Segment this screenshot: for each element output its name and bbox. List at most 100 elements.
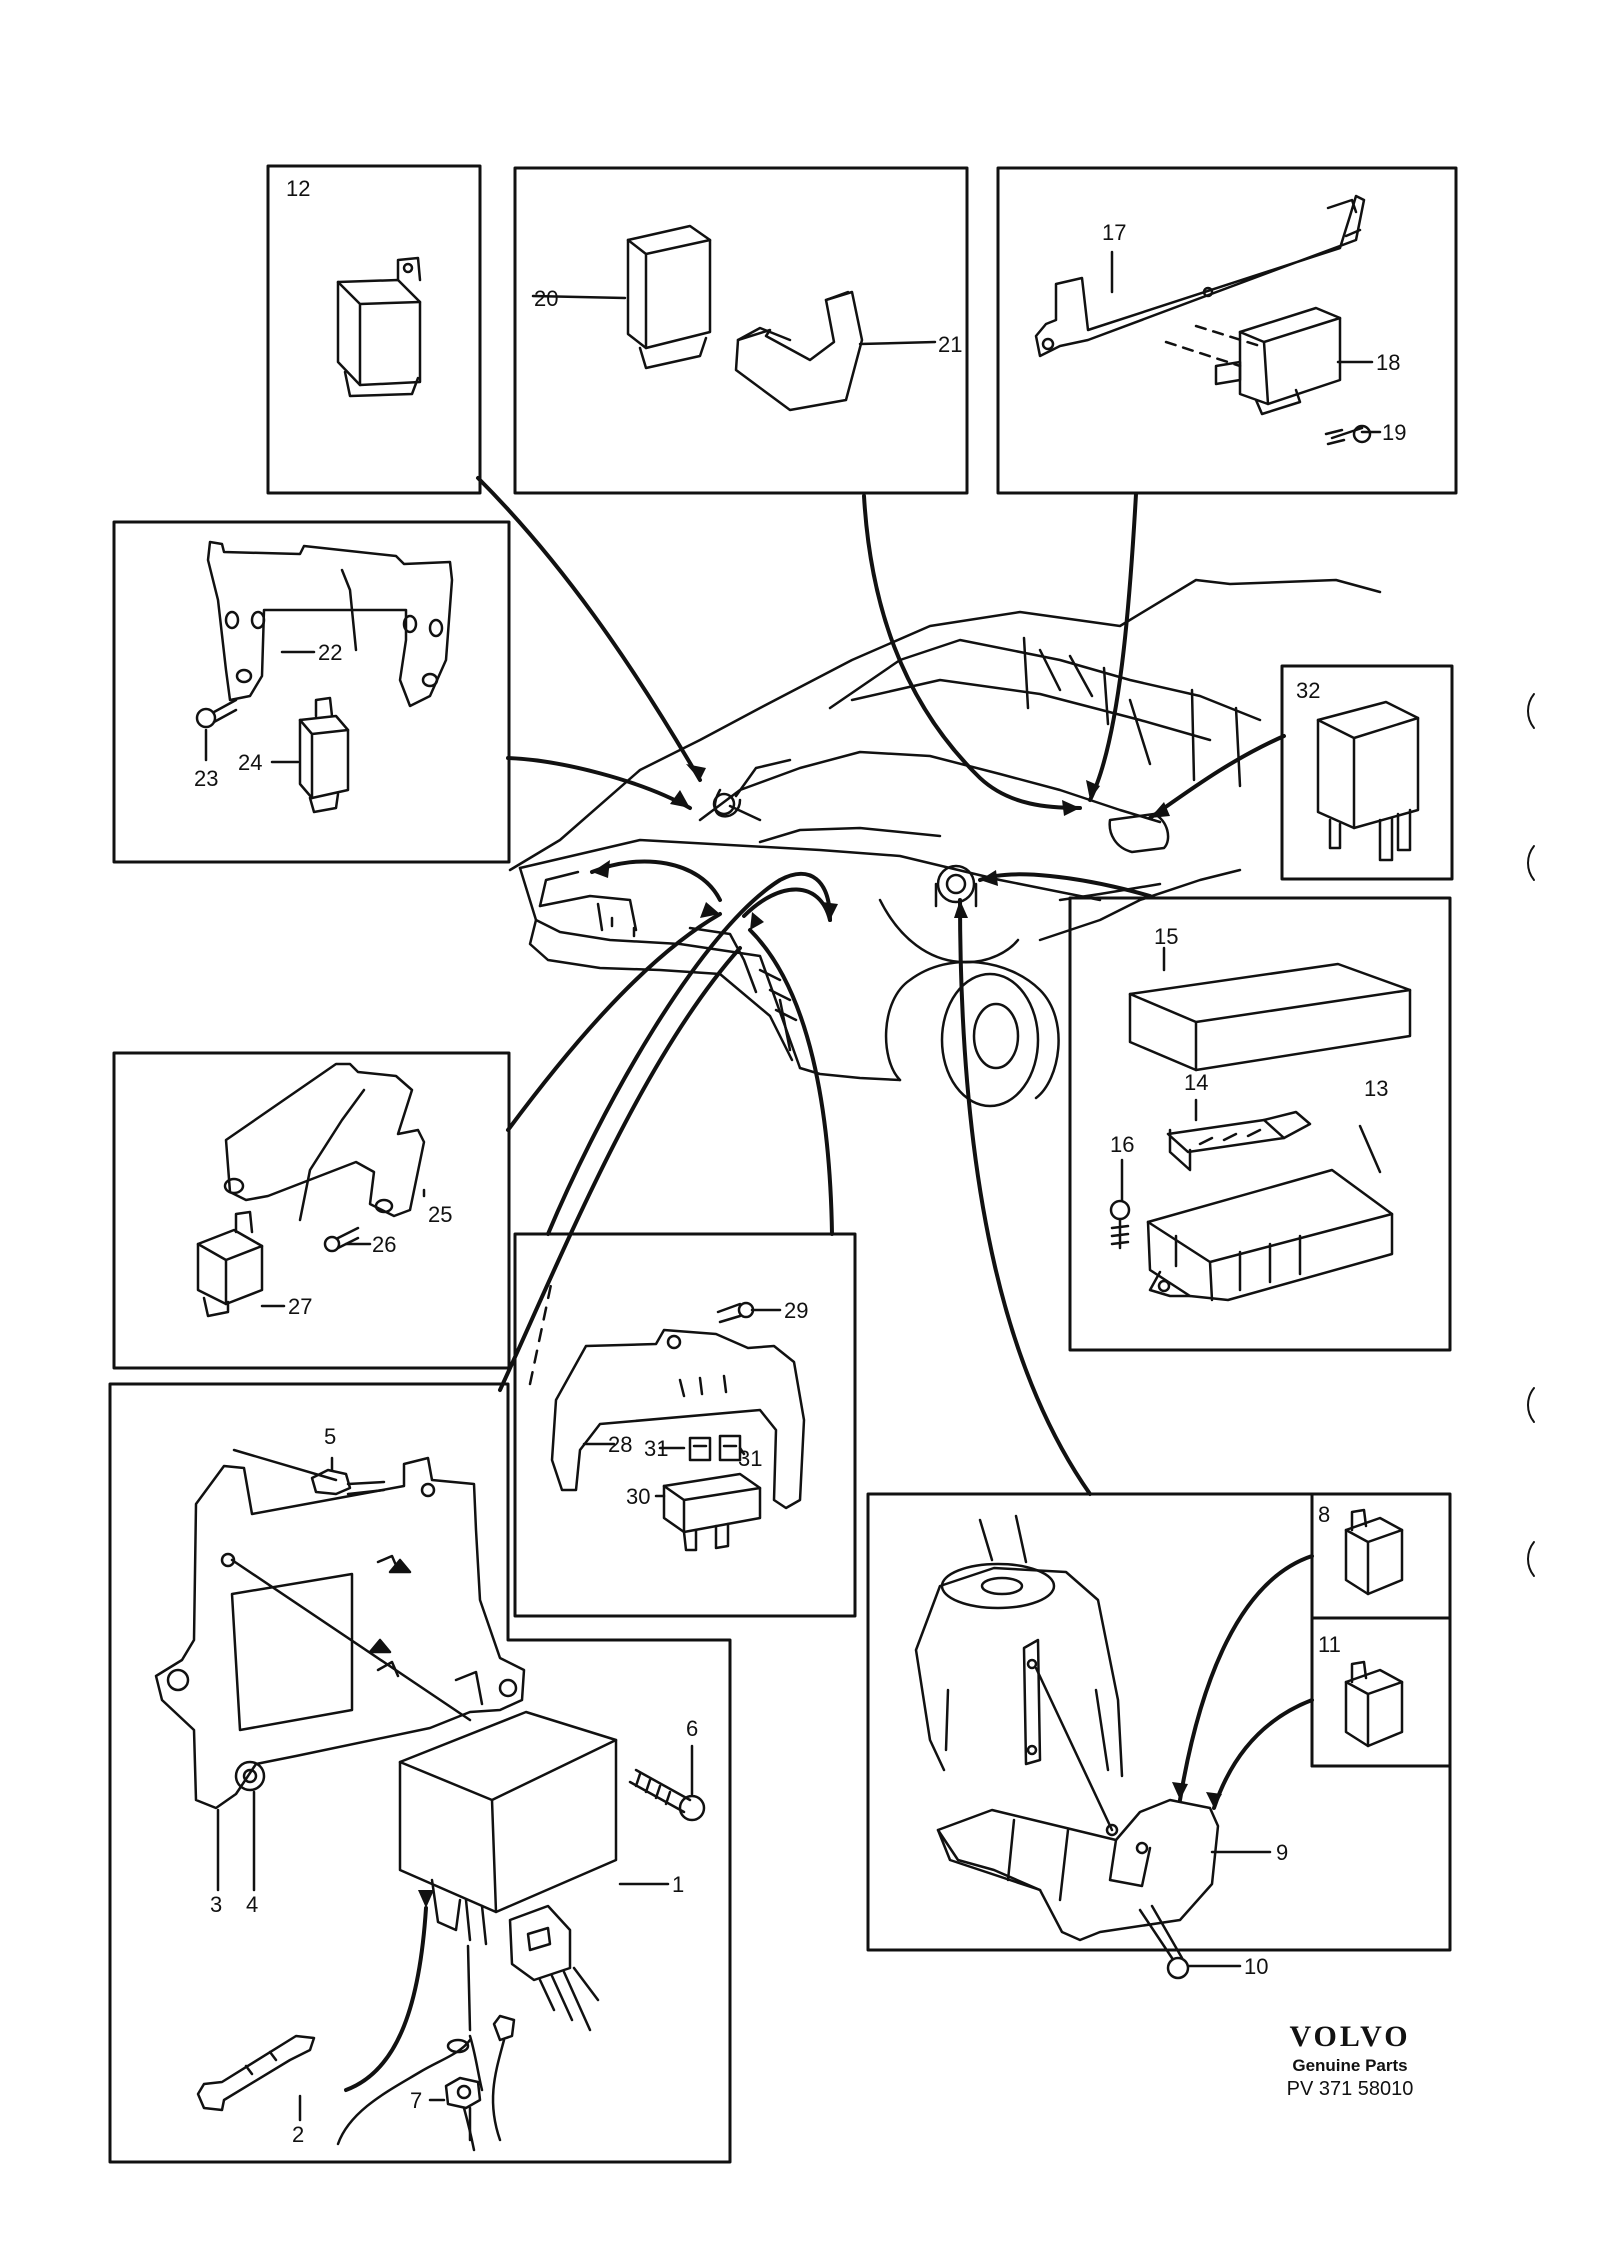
label-25: 25 xyxy=(428,1202,452,1227)
arrow-12-to-car xyxy=(476,476,702,782)
label-23: 23 xyxy=(194,766,218,791)
panel-12 xyxy=(266,164,482,495)
relay-27 xyxy=(196,1210,264,1318)
callout-arrows xyxy=(344,476,1314,2092)
label-30: 30 xyxy=(626,1484,650,1509)
label-11: 11 xyxy=(1318,1632,1341,1657)
bracket-9 xyxy=(936,1638,1220,1942)
label-8: 8 xyxy=(1318,1502,1330,1527)
bracket-25 xyxy=(223,1062,426,1222)
terminal xyxy=(462,2014,516,2152)
arrow-car-to-28 xyxy=(546,872,832,1236)
label-9: 9 xyxy=(1276,1840,1288,1865)
label-16: 16 xyxy=(1110,1132,1134,1157)
label-31a: 31 xyxy=(644,1436,668,1461)
panel-1-7 xyxy=(108,1382,732,2164)
relays-31 xyxy=(688,1434,742,1462)
relay-30 xyxy=(662,1472,762,1552)
margin-marks xyxy=(1527,693,1535,1577)
label-31b: 31 xyxy=(738,1446,762,1471)
part-labels: 12 20 21 17 18 19 22 23 24 32 15 14 13 1… xyxy=(194,176,1406,2147)
cover-15 xyxy=(1128,962,1412,1072)
arrow-11-to-9 xyxy=(1212,1698,1314,1810)
label-3: 3 xyxy=(210,1892,222,1917)
relay-20 xyxy=(626,224,712,370)
base-13 xyxy=(1146,1168,1394,1302)
panel-8-11 xyxy=(866,1492,1452,1980)
arrow-headlight xyxy=(590,859,722,902)
fuses-14 xyxy=(1166,1110,1312,1172)
label-1: 1 xyxy=(672,1872,684,1897)
panel-22-23-24 xyxy=(112,520,511,864)
label-29: 29 xyxy=(784,1298,808,1323)
connector xyxy=(508,1904,600,2032)
plate-3 xyxy=(154,1456,526,1810)
relay-18 xyxy=(1214,306,1342,416)
bracket-arrows xyxy=(368,1558,412,1654)
panel-28-31 xyxy=(513,1232,857,1618)
screw-16 xyxy=(1109,1199,1131,1250)
label-18: 18 xyxy=(1376,350,1400,375)
ground-cable xyxy=(336,1944,484,2146)
arrow-25-to-car xyxy=(506,912,722,1132)
relay-1 xyxy=(398,1670,618,1946)
screw-26 xyxy=(323,1226,360,1253)
label-12: 12 xyxy=(286,176,310,201)
car-outline xyxy=(508,578,1382,1108)
screw-19 xyxy=(1324,424,1372,446)
arrowheads xyxy=(418,764,1222,1908)
label-2: 2 xyxy=(292,2122,304,2147)
strap-2 xyxy=(196,2034,316,2112)
arrow-main-to-relay xyxy=(344,1906,428,2092)
bracket-22 xyxy=(206,540,454,708)
screw-10 xyxy=(1138,1904,1190,1980)
label-17: 17 xyxy=(1102,220,1126,245)
label-4: 4 xyxy=(246,1892,258,1917)
arrow-20-to-car xyxy=(862,494,1082,810)
brand-block: VOLVO Genuine Parts PV 371 58010 xyxy=(1240,2020,1460,2101)
label-27: 27 xyxy=(288,1294,312,1319)
label-20: 20 xyxy=(534,286,558,311)
arrow-28-to-car xyxy=(748,928,834,1236)
label-32: 32 xyxy=(1296,678,1320,703)
relay-8 xyxy=(1344,1508,1404,1596)
label-21: 21 xyxy=(938,332,962,357)
bracket-17 xyxy=(1034,194,1366,358)
dashed-leader xyxy=(528,1278,554,1386)
panel-20-21 xyxy=(513,166,969,495)
arrow-front-right xyxy=(742,887,832,922)
label-19: 19 xyxy=(1382,420,1406,445)
panel-25-26-27 xyxy=(112,1051,511,1370)
bracket-21 xyxy=(734,290,864,412)
relay-24 xyxy=(298,696,350,814)
label-26: 26 xyxy=(372,1232,396,1257)
label-15: 15 xyxy=(1154,924,1178,949)
label-6: 6 xyxy=(686,1716,698,1741)
panel-32 xyxy=(1280,664,1454,881)
arrow-32-to-car xyxy=(1148,734,1286,820)
screw-29 xyxy=(716,1301,755,1324)
volvo-logo: VOLVO xyxy=(1289,2020,1411,2053)
label-13: 13 xyxy=(1364,1076,1388,1101)
arrow-9-to-car xyxy=(958,898,1092,1496)
arrow-17-to-car xyxy=(1088,492,1138,802)
label-14: 14 xyxy=(1184,1070,1208,1095)
relay-12 xyxy=(336,256,422,398)
bolt-5 xyxy=(310,1468,386,1496)
relay-11 xyxy=(1344,1660,1404,1748)
label-28: 28 xyxy=(608,1432,632,1457)
relay-32 xyxy=(1316,700,1420,862)
nut-7 xyxy=(444,2076,482,2110)
label-5: 5 xyxy=(324,1424,336,1449)
screw-23 xyxy=(195,698,238,729)
label-22: 22 xyxy=(318,640,342,665)
arrow-car-to-main xyxy=(498,946,742,1392)
arrow-8-to-9 xyxy=(1178,1554,1314,1802)
bracket-28 xyxy=(550,1328,806,1510)
panel-17-18-19 xyxy=(996,166,1458,495)
genuine-parts-text: Genuine Parts xyxy=(1292,2056,1408,2075)
nut-4 xyxy=(234,1760,266,1792)
label-7: 7 xyxy=(410,2088,422,2113)
label-24: 24 xyxy=(238,750,262,775)
